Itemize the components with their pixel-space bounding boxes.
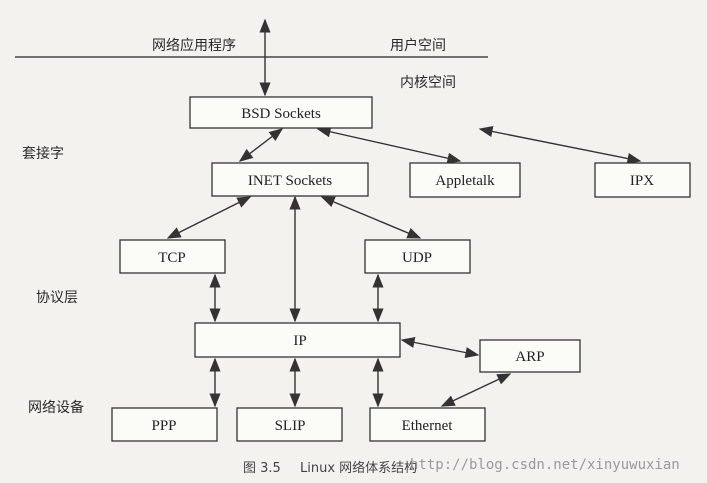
svg-text:INET Sockets: INET Sockets [248,173,332,189]
svg-text:IPX: IPX [630,173,654,189]
label-socket-layer: 套接字 [22,145,64,162]
label-kernel-space: 内核空间 [400,75,456,91]
node-ppp: PPP [111,407,218,442]
svg-text:Ethernet: Ethernet [402,418,454,434]
node-udp: UDP [364,239,471,274]
label-app: 网络应用程序 [152,37,236,54]
arrows [166,18,642,408]
svg-text:UDP: UDP [402,250,432,266]
node-ipx: IPX [594,162,691,198]
node-ip: IP [194,322,401,358]
svg-text:Appletalk: Appletalk [435,173,495,189]
label-user-space: 用户空间 [390,37,446,54]
node-ethernet: Ethernet [369,407,486,442]
svg-text:PPP: PPP [151,418,176,434]
arrow-ip-arp [400,336,480,359]
svg-text:TCP: TCP [158,250,186,266]
label-protocol-layer: 协议层 [36,290,78,306]
node-slip: SLIP [236,407,343,442]
node-inet-sockets: INET Sockets [211,162,369,197]
svg-text:BSD Sockets: BSD Sockets [241,106,321,122]
svg-text:IP: IP [293,333,306,349]
arrow-ethernet-arp [440,373,512,407]
arrow-bsd-appletalk [316,126,462,164]
label-device-layer: 网络设备 [28,399,84,416]
node-appletalk: Appletalk [409,162,521,198]
caption-number: 图 3.5 [243,461,281,476]
node-tcp: TCP [119,239,226,274]
watermark: http://blog.csdn.net/xinyuwuxian [410,457,680,473]
arrow-bsd-inet [238,128,284,162]
node-arp: ARP [479,339,581,373]
arrow-bsd-ipx [478,125,642,165]
arrow-inet-udp [320,196,422,239]
arrow-inet-tcp [166,196,252,239]
svg-text:ARP: ARP [515,349,544,365]
svg-text:SLIP: SLIP [275,418,306,434]
node-bsd-sockets: BSD Sockets [189,96,373,129]
caption-title: Linux 网络体系结构 [300,460,417,476]
